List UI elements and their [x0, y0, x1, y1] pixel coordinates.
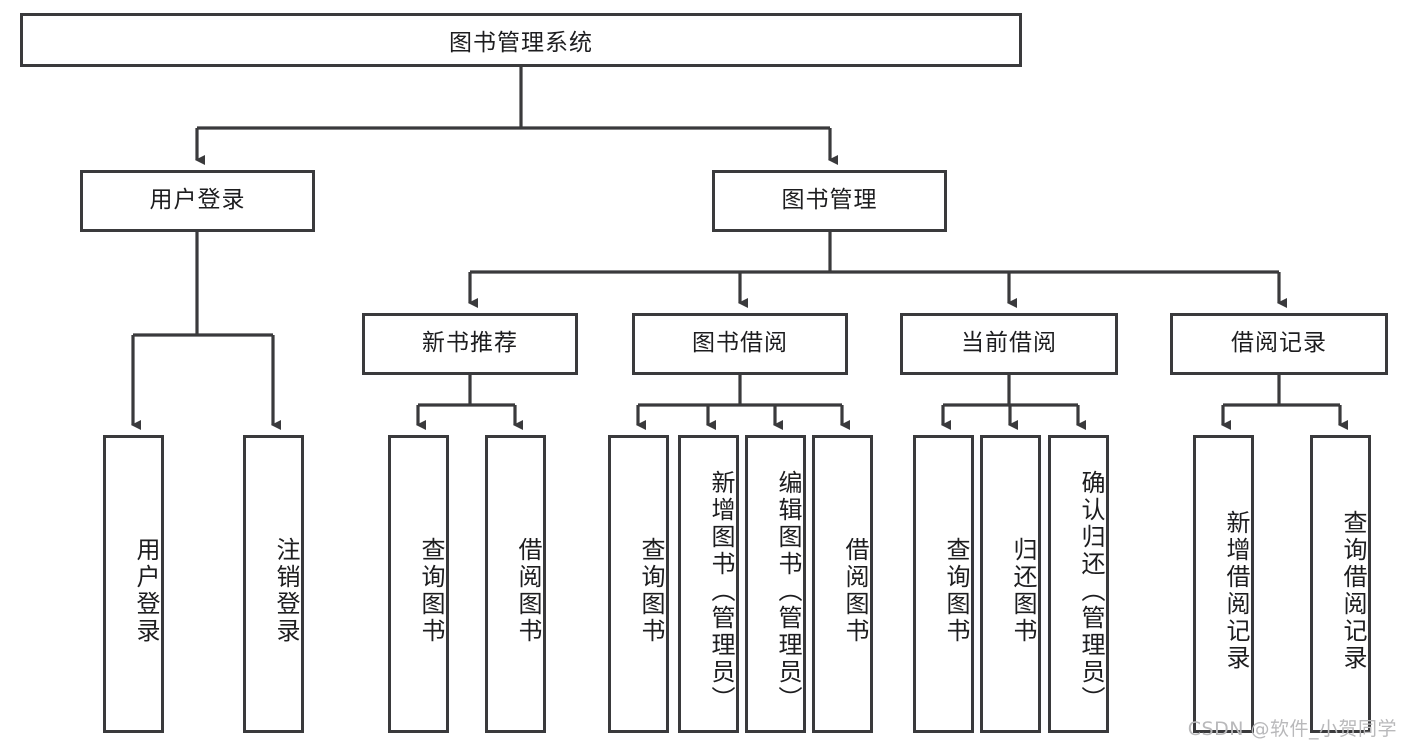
- leaf-logout-login[interactable]: 注销登录: [243, 435, 304, 733]
- node-borrow-record[interactable]: 借阅记录: [1170, 313, 1388, 375]
- leaf-add-record-label: 新增借阅记录: [1222, 510, 1250, 672]
- node-book-borrow-label: 图书借阅: [692, 330, 788, 357]
- node-borrow-record-label: 借阅记录: [1231, 330, 1327, 357]
- leaf-return-book-label: 归还图书: [1009, 537, 1037, 645]
- node-user-login-label: 用户登录: [149, 187, 246, 214]
- leaf-borrow-book-1-label: 借阅图书: [514, 537, 542, 645]
- leaf-query-record[interactable]: 查询借阅记录: [1310, 435, 1371, 733]
- leaf-user-login-label: 用户登录: [132, 537, 160, 645]
- leaf-query-book-3-label: 查询图书: [942, 537, 970, 645]
- leaf-add-book-label: 新增图书（管理员）: [707, 469, 735, 713]
- leaf-query-book-1[interactable]: 查询图书: [388, 435, 449, 733]
- leaf-confirm-return[interactable]: 确认归还（管理员）: [1048, 435, 1109, 733]
- node-user-login[interactable]: 用户登录: [80, 170, 315, 232]
- leaf-query-record-label: 查询借阅记录: [1339, 510, 1367, 672]
- leaf-confirm-return-label: 确认归还（管理员）: [1077, 469, 1105, 713]
- leaf-edit-book[interactable]: 编辑图书（管理员）: [745, 435, 806, 733]
- node-current-borrow-label: 当前借阅: [961, 330, 1057, 357]
- leaf-borrow-book-1[interactable]: 借阅图书: [485, 435, 546, 733]
- node-book-manage-label: 图书管理: [781, 187, 878, 214]
- leaf-logout-login-label: 注销登录: [272, 537, 300, 645]
- leaf-add-record[interactable]: 新增借阅记录: [1193, 435, 1254, 733]
- leaf-query-book-1-label: 查询图书: [417, 537, 445, 645]
- node-book-borrow[interactable]: 图书借阅: [632, 313, 848, 375]
- node-current-borrow[interactable]: 当前借阅: [900, 313, 1118, 375]
- csdn-watermark: CSDN @软件_小贺同学: [1187, 718, 1397, 740]
- leaf-query-book-2-label: 查询图书: [637, 537, 665, 645]
- node-new-book-recommend[interactable]: 新书推荐: [362, 313, 578, 375]
- leaf-edit-book-label: 编辑图书（管理员）: [774, 469, 802, 713]
- leaf-query-book-2[interactable]: 查询图书: [608, 435, 669, 733]
- node-new-book-recommend-label: 新书推荐: [422, 330, 518, 357]
- leaf-return-book[interactable]: 归还图书: [980, 435, 1041, 733]
- leaf-borrow-book-2[interactable]: 借阅图书: [812, 435, 873, 733]
- node-root-system-label: 图书管理系统: [449, 30, 593, 56]
- leaf-user-login[interactable]: 用户登录: [103, 435, 164, 733]
- leaf-add-book[interactable]: 新增图书（管理员）: [678, 435, 739, 733]
- node-root-system[interactable]: 图书管理系统: [20, 13, 1022, 67]
- node-book-manage[interactable]: 图书管理: [712, 170, 947, 232]
- leaf-query-book-3[interactable]: 查询图书: [913, 435, 974, 733]
- leaf-borrow-book-2-label: 借阅图书: [841, 537, 869, 645]
